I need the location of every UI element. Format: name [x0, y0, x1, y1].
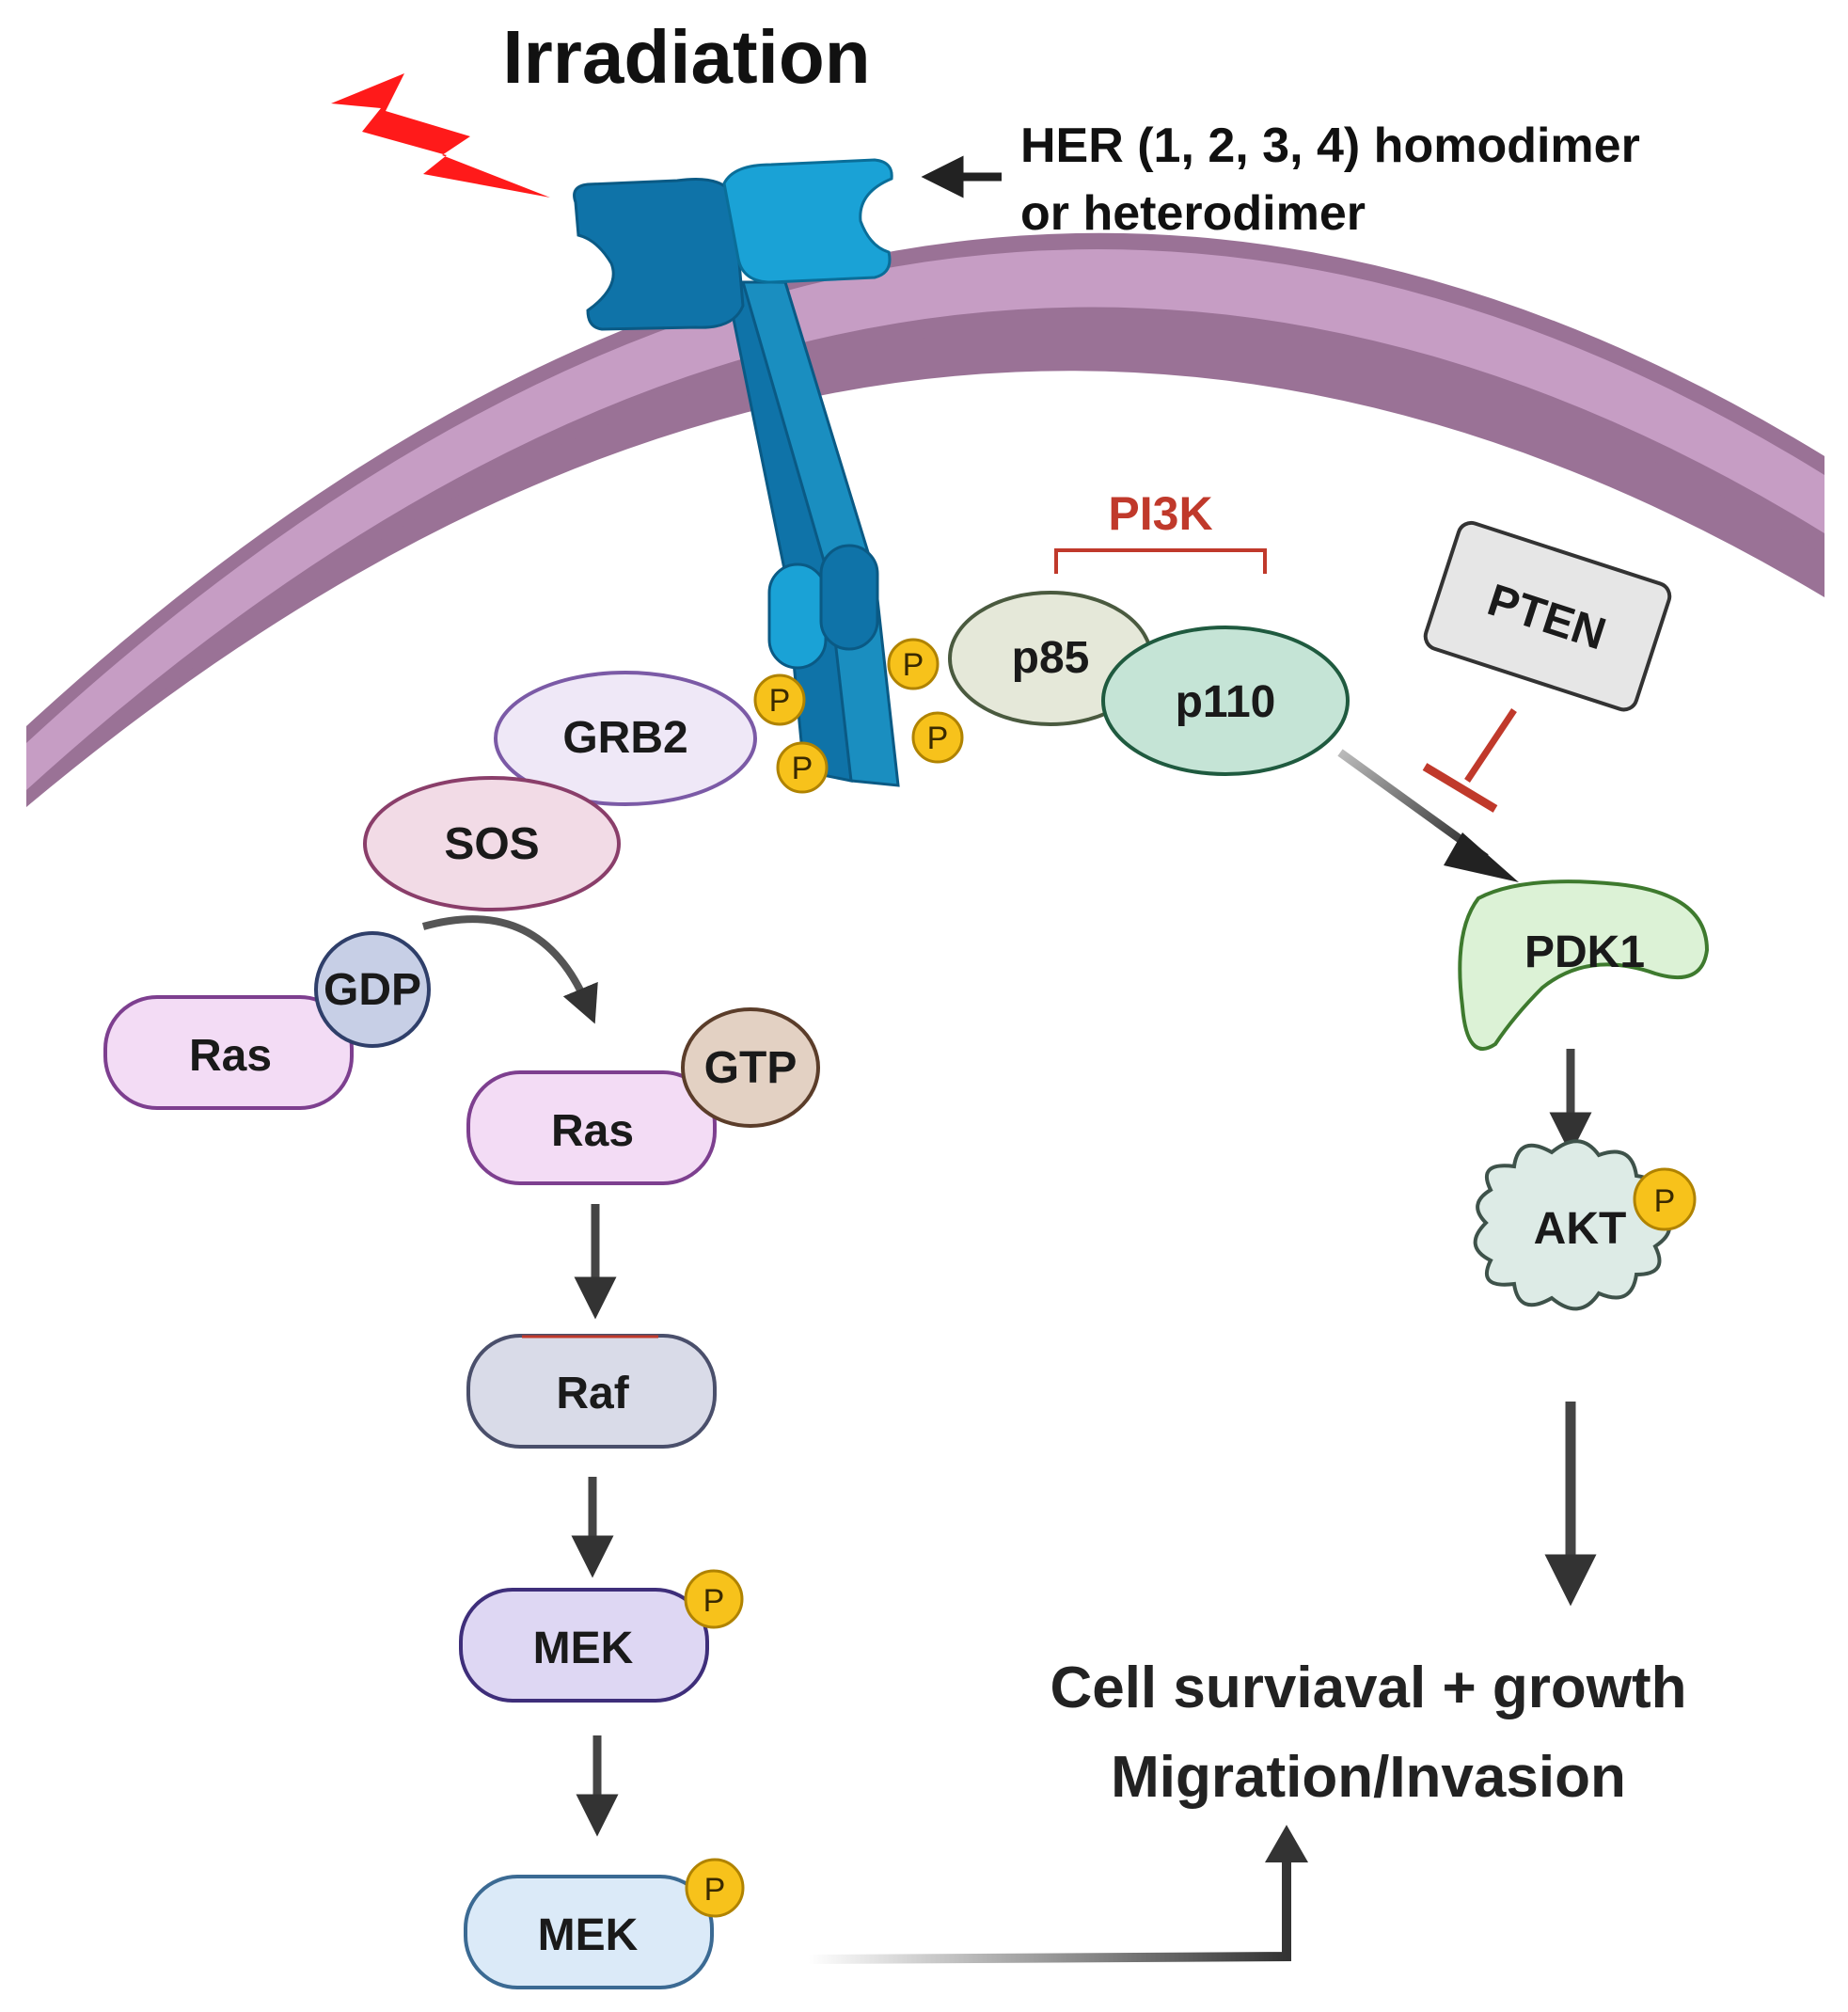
phospho-label: P	[704, 1872, 726, 1908]
lightning-icon	[331, 73, 550, 198]
pdk1-label: PDK1	[1524, 927, 1645, 977]
mek-node-2: MEK P	[464, 1858, 745, 1989]
sos-label: SOS	[444, 819, 539, 869]
receptor-label-line2: or heterodimer	[1020, 186, 1366, 241]
grb2-label: GRB2	[562, 713, 687, 763]
mek-to-outcome-arrow	[808, 1858, 1291, 1964]
pi3k-to-pdk1-arrowhead	[1444, 832, 1519, 882]
gdp-label: GDP	[324, 965, 421, 1015]
outcome-line1: Cell surviaval + growth	[1050, 1656, 1686, 1720]
cell-membrane	[26, 232, 1824, 807]
phospho-label: P	[769, 683, 791, 719]
pi3k-bracket: PI3K	[1054, 487, 1267, 574]
phospho-label: P	[1654, 1183, 1676, 1219]
pdk1-node: PDK1	[1458, 879, 1710, 1051]
pten-inhibition-line	[1464, 708, 1517, 783]
phospho-label: P	[927, 721, 949, 756]
sos-node: SOS	[363, 776, 621, 911]
p85-node: p85	[948, 591, 1153, 726]
mek-1-label: MEK	[533, 1624, 634, 1673]
gdp-gtp-exchange-arrow	[421, 915, 598, 1024]
receptor-label-line1: HER (1, 2, 3, 4) homodimer	[1020, 119, 1640, 173]
grb2-node: GRB2	[494, 671, 757, 806]
receptor-phospho-group: P P P P	[753, 638, 964, 794]
ras-inactive-label: Ras	[189, 1031, 272, 1081]
phospho-label: P	[792, 751, 813, 786]
gtp-node: GTP	[681, 1007, 820, 1128]
her-receptor-dimer	[573, 158, 900, 787]
ras-inactive-node: Ras	[103, 995, 354, 1110]
mek-node-1: MEK P	[459, 1569, 744, 1703]
raf-label: Raf	[556, 1369, 629, 1418]
ras-active-node: Ras	[466, 1070, 717, 1185]
pten-inhibition-bar	[1422, 763, 1498, 813]
phospho-label: P	[703, 1583, 725, 1619]
gtp-label: GTP	[704, 1043, 798, 1093]
pi3k-label: PI3K	[1108, 487, 1212, 540]
mek-2-label: MEK	[538, 1910, 639, 1960]
outcome-line2: Migration/Invasion	[1111, 1745, 1626, 1810]
raf-node: Raf	[466, 1334, 717, 1449]
p110-label: p110	[1176, 677, 1276, 727]
mek-to-outcome-arrowhead	[1265, 1825, 1308, 1862]
ras-active-label: Ras	[551, 1106, 634, 1156]
p110-node: p110	[1101, 626, 1350, 776]
title: Irradiation	[502, 15, 870, 99]
akt-label: AKT	[1534, 1204, 1627, 1254]
akt-node: AKT P	[1473, 1139, 1697, 1311]
gdp-node: GDP	[314, 931, 431, 1048]
pten-node: PTEN	[1423, 520, 1672, 712]
phospho-label: P	[903, 647, 924, 683]
p85-label: p85	[1012, 633, 1090, 683]
